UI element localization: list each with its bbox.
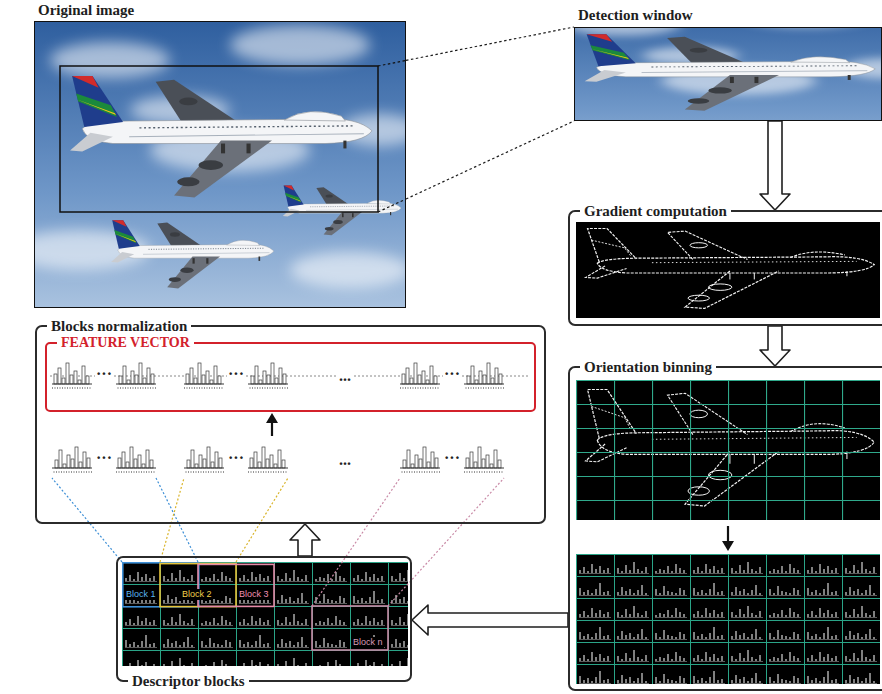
flow-arrow [412,605,568,635]
small-arrow [727,526,729,543]
cell-grid [576,380,880,520]
small-arrow [271,421,273,436]
ellipsis: ··· [227,449,245,467]
zoom-line [406,121,574,199]
block-label: Block 2 [181,589,213,600]
flow-arrow [760,326,790,366]
airplane [70,76,372,198]
image-panel: Original image [34,21,406,308]
descriptor-grid [122,562,408,666]
stage-panel: Descriptor blocks [116,556,412,682]
ellipsis: ... [338,451,352,469]
gradient-image [586,229,875,309]
histogram [52,363,92,388]
panel-title: Descriptor blocks [128,672,249,690]
sky [575,28,881,120]
block-label: Block 3 [238,589,270,600]
small-arrow [266,413,278,423]
ellipsis: ··· [443,449,461,467]
zoom-guide [378,199,406,212]
block-outline [123,563,199,607]
panel-title: Gradient computation [580,202,731,220]
window-outline [60,66,378,212]
histogram [116,447,156,472]
gradient-image [576,222,880,318]
histogram [184,363,224,388]
block-leader [52,478,504,606]
block-leader [52,478,122,562]
flow-arrow [760,121,790,210]
block-leader [156,478,198,562]
stage-panel: Gradient computation [568,210,882,326]
ellipsis: ··· [443,365,461,383]
ellipsis: ··· [95,365,113,383]
block-outline [312,606,388,650]
cell-histograms [122,562,408,666]
cell-histograms [576,554,880,684]
gradient-image [586,229,875,309]
histogram [400,363,440,388]
flow-arrow [290,524,320,556]
photo [35,22,405,307]
panel-title: Orientation binning [580,358,716,376]
airplane [283,186,401,236]
binning-image [576,380,880,520]
stage-panel: Orientation binning [568,366,882,691]
clouds [575,28,881,120]
airplane [111,220,274,288]
zoom-guide [378,60,406,66]
image-panel: Detection window [574,27,882,121]
histogram [184,447,224,472]
block-leader [236,478,288,562]
panel-title: Original image [38,1,134,19]
panel-title: Detection window [578,6,693,24]
panel-title: FEATURE VECTOR [57,334,194,352]
block-leader [388,478,504,606]
edge-map [586,229,875,309]
histogram [248,447,288,472]
airplane [585,34,876,111]
photo-crop [575,28,881,120]
photo-crop [575,28,881,120]
histogram [116,363,156,388]
ellipsis: ... [338,367,352,385]
block-histograms [52,447,504,472]
zoom-line [406,27,574,60]
ellipsis: ··· [227,365,245,383]
feature-vector-box: FEATURE VECTOR [45,342,536,412]
histogram [52,447,92,472]
block-outline [198,564,274,606]
histogram [464,363,504,388]
block-leader [312,478,400,606]
histogram [464,447,504,472]
clouds [35,25,405,288]
ellipsis: ··· [95,449,113,467]
block-leader [160,478,184,562]
binning-image [576,380,880,520]
stage-panel: Blocks normalizationFEATURE VECTOR [35,325,546,524]
histogram [248,363,288,388]
small-arrow [722,541,734,551]
block-label: Block 1 [125,589,157,600]
panel-title: Blocks normalization [47,317,191,335]
block-label: Block n [352,637,384,648]
histogram [400,447,440,472]
feature-histograms [52,363,504,388]
binning-image [576,380,880,520]
cell-histograms [576,554,880,684]
